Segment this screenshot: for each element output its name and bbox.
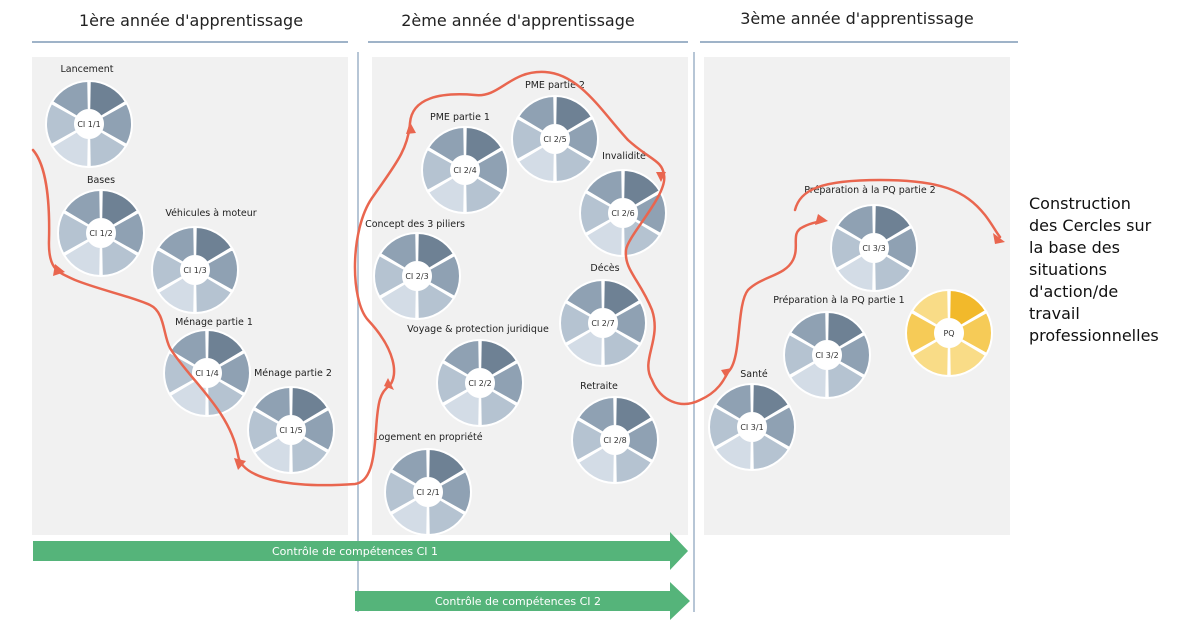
circle-ci-1-3-label: Véhicules à moteur xyxy=(165,208,256,219)
circle-ci-1-1[interactable]: Lancement CI 1/1 xyxy=(45,64,133,169)
circle-ci-3-2-center xyxy=(813,341,841,369)
circle-ci-1-4-code: CI 1/4 xyxy=(195,369,218,378)
circle-ci-2-2-code: CI 2/2 xyxy=(468,379,491,388)
side-text-line-3: la base des xyxy=(1029,238,1120,257)
circle-ci-1-3[interactable]: Véhicules à moteur CI 1/3 xyxy=(151,208,257,315)
circle-ci-2-8-label: Retraite xyxy=(580,381,618,392)
circle-ci-2-8-center xyxy=(601,426,629,454)
circle-ci-2-4-center xyxy=(451,156,479,184)
competence-arrow-2: Contrôle de compétences CI 2 xyxy=(355,582,690,620)
circle-pq-code: PQ xyxy=(943,329,954,338)
circle-ci-1-2[interactable]: Bases CI 1/2 xyxy=(57,175,145,278)
circle-ci-2-5-code: CI 2/5 xyxy=(543,135,566,144)
path-arrowhead-4 xyxy=(406,122,416,134)
path-arrowhead-6 xyxy=(721,368,732,378)
circle-ci-2-2-center xyxy=(466,369,494,397)
circle-ci-1-1-code: CI 1/1 xyxy=(77,120,100,129)
circle-ci-1-4-label: Ménage partie 1 xyxy=(175,317,253,328)
path-arrowhead-2 xyxy=(234,458,246,470)
competence-arrow-1-shape xyxy=(33,532,688,570)
circle-ci-3-2-code: CI 3/2 xyxy=(815,351,838,360)
learning-path-line-3 xyxy=(726,218,826,374)
year-title-3: 3ème année d'apprentissage xyxy=(740,9,973,28)
circle-ci-3-2[interactable]: Préparation à la PQ partie 1 CI 3/2 xyxy=(773,295,905,400)
circle-ci-2-4-label: PME partie 1 xyxy=(430,112,490,123)
circle-ci-3-3[interactable]: Préparation à la PQ partie 2 CI 3/3 xyxy=(804,185,936,293)
circle-ci-1-2-label: Bases xyxy=(87,175,115,186)
circle-ci-2-8[interactable]: Retraite CI 2/8 xyxy=(571,381,659,485)
circle-ci-2-2[interactable]: Voyage & protection juridique CI 2/2 xyxy=(407,324,549,428)
circle-ci-1-3-center xyxy=(181,256,209,284)
circle-ci-3-1-center xyxy=(738,413,766,441)
circle-ci-1-2-center xyxy=(87,219,115,247)
path-arrowhead-3 xyxy=(384,378,394,390)
circle-ci-2-7-label: Décès xyxy=(590,263,619,274)
circle-ci-3-1[interactable]: Santé CI 3/1 xyxy=(708,369,796,472)
circle-ci-2-1-code: CI 2/1 xyxy=(416,488,439,497)
circle-pq[interactable]: PQ xyxy=(905,288,993,378)
side-text-line-7: professionnelles xyxy=(1029,326,1159,345)
learning-path-line-4 xyxy=(793,178,1002,239)
side-text-line-6: travail xyxy=(1029,304,1080,323)
side-text-line-5: d'action/de xyxy=(1029,282,1119,301)
circle-pq-center xyxy=(935,319,963,347)
circle-ci-2-4[interactable]: PME partie 1 CI 2/4 xyxy=(421,112,509,215)
circle-ci-1-5-label: Ménage partie 2 xyxy=(254,368,332,379)
circle-ci-2-7[interactable]: Décès CI 2/7 xyxy=(559,263,647,368)
competence-arrow-1: Contrôle de compétences CI 1 xyxy=(33,532,688,570)
circle-ci-1-5[interactable]: Ménage partie 2 CI 1/5 xyxy=(247,368,335,475)
path-arrowhead-7 xyxy=(815,214,828,225)
circle-ci-2-4-code: CI 2/4 xyxy=(453,166,476,175)
circle-ci-2-3-code: CI 2/3 xyxy=(405,272,428,281)
side-text-line-4: situations xyxy=(1029,260,1107,279)
circle-ci-1-4[interactable]: Ménage partie 1 CI 1/4 xyxy=(163,317,253,418)
circle-ci-1-1-center xyxy=(75,110,103,138)
side-text-line-2: des Cercles sur xyxy=(1029,216,1152,235)
circle-ci-1-5-center xyxy=(277,416,305,444)
circle-ci-2-6-label: Invalidité xyxy=(602,151,646,162)
circle-ci-2-3-label: Concept des 3 piliers xyxy=(365,219,465,230)
circle-ci-1-4-center xyxy=(193,359,221,387)
competence-arrow-2-label: Contrôle de compétences CI 2 xyxy=(435,595,601,608)
path-arrowhead-8 xyxy=(993,233,1005,244)
path-arrowhead-1 xyxy=(53,264,65,276)
circle-ci-2-7-center xyxy=(589,309,617,337)
circle-ci-2-1-label: Logement en propriété xyxy=(373,432,482,443)
circle-ci-2-7-code: CI 2/7 xyxy=(591,319,614,328)
learning-path-line xyxy=(31,70,730,487)
circle-ci-3-3-label: Préparation à la PQ partie 2 xyxy=(804,185,935,196)
circle-ci-1-3-code: CI 1/3 xyxy=(183,266,206,275)
year-title-1: 1ère année d'apprentissage xyxy=(79,11,303,30)
circle-ci-2-8-code: CI 2/8 xyxy=(603,436,626,445)
competence-arrow-2-shape xyxy=(355,582,690,620)
circle-ci-2-3-center xyxy=(403,262,431,290)
circle-ci-1-2-code: CI 1/2 xyxy=(89,229,112,238)
year-title-2: 2ème année d'apprentissage xyxy=(401,11,634,30)
circle-ci-2-6-center xyxy=(609,199,637,227)
circle-ci-1-1-label: Lancement xyxy=(60,64,113,75)
circle-ci-2-5-center xyxy=(541,125,569,153)
circle-ci-2-2-label: Voyage & protection juridique xyxy=(407,324,549,335)
circle-ci-1-5-code: CI 1/5 xyxy=(279,426,302,435)
learning-path xyxy=(31,70,1005,487)
side-description: Construction des Cercles sur la base des… xyxy=(1029,193,1200,347)
circle-ci-2-3[interactable]: Concept des 3 piliers CI 2/3 xyxy=(365,219,465,321)
circle-ci-3-1-code: CI 3/1 xyxy=(740,423,763,432)
side-text-line-1: Construction xyxy=(1029,194,1131,213)
circle-ci-3-1-label: Santé xyxy=(740,369,768,380)
circle-ci-2-5-label: PME partie 2 xyxy=(525,80,585,91)
circle-ci-3-3-code: CI 3/3 xyxy=(862,244,885,253)
circle-ci-3-2-label: Préparation à la PQ partie 1 xyxy=(773,295,904,306)
circle-ci-2-1-center xyxy=(414,478,442,506)
path-arrowhead-5 xyxy=(656,172,666,182)
circle-ci-3-3-center xyxy=(860,234,888,262)
competence-arrow-1-label: Contrôle de compétences CI 1 xyxy=(272,545,438,558)
circle-ci-2-6-code: CI 2/6 xyxy=(611,209,634,218)
circle-ci-2-5[interactable]: PME partie 2 CI 2/5 xyxy=(511,80,599,184)
circle-ci-2-1[interactable]: Logement en propriété CI 2/1 xyxy=(373,432,483,537)
